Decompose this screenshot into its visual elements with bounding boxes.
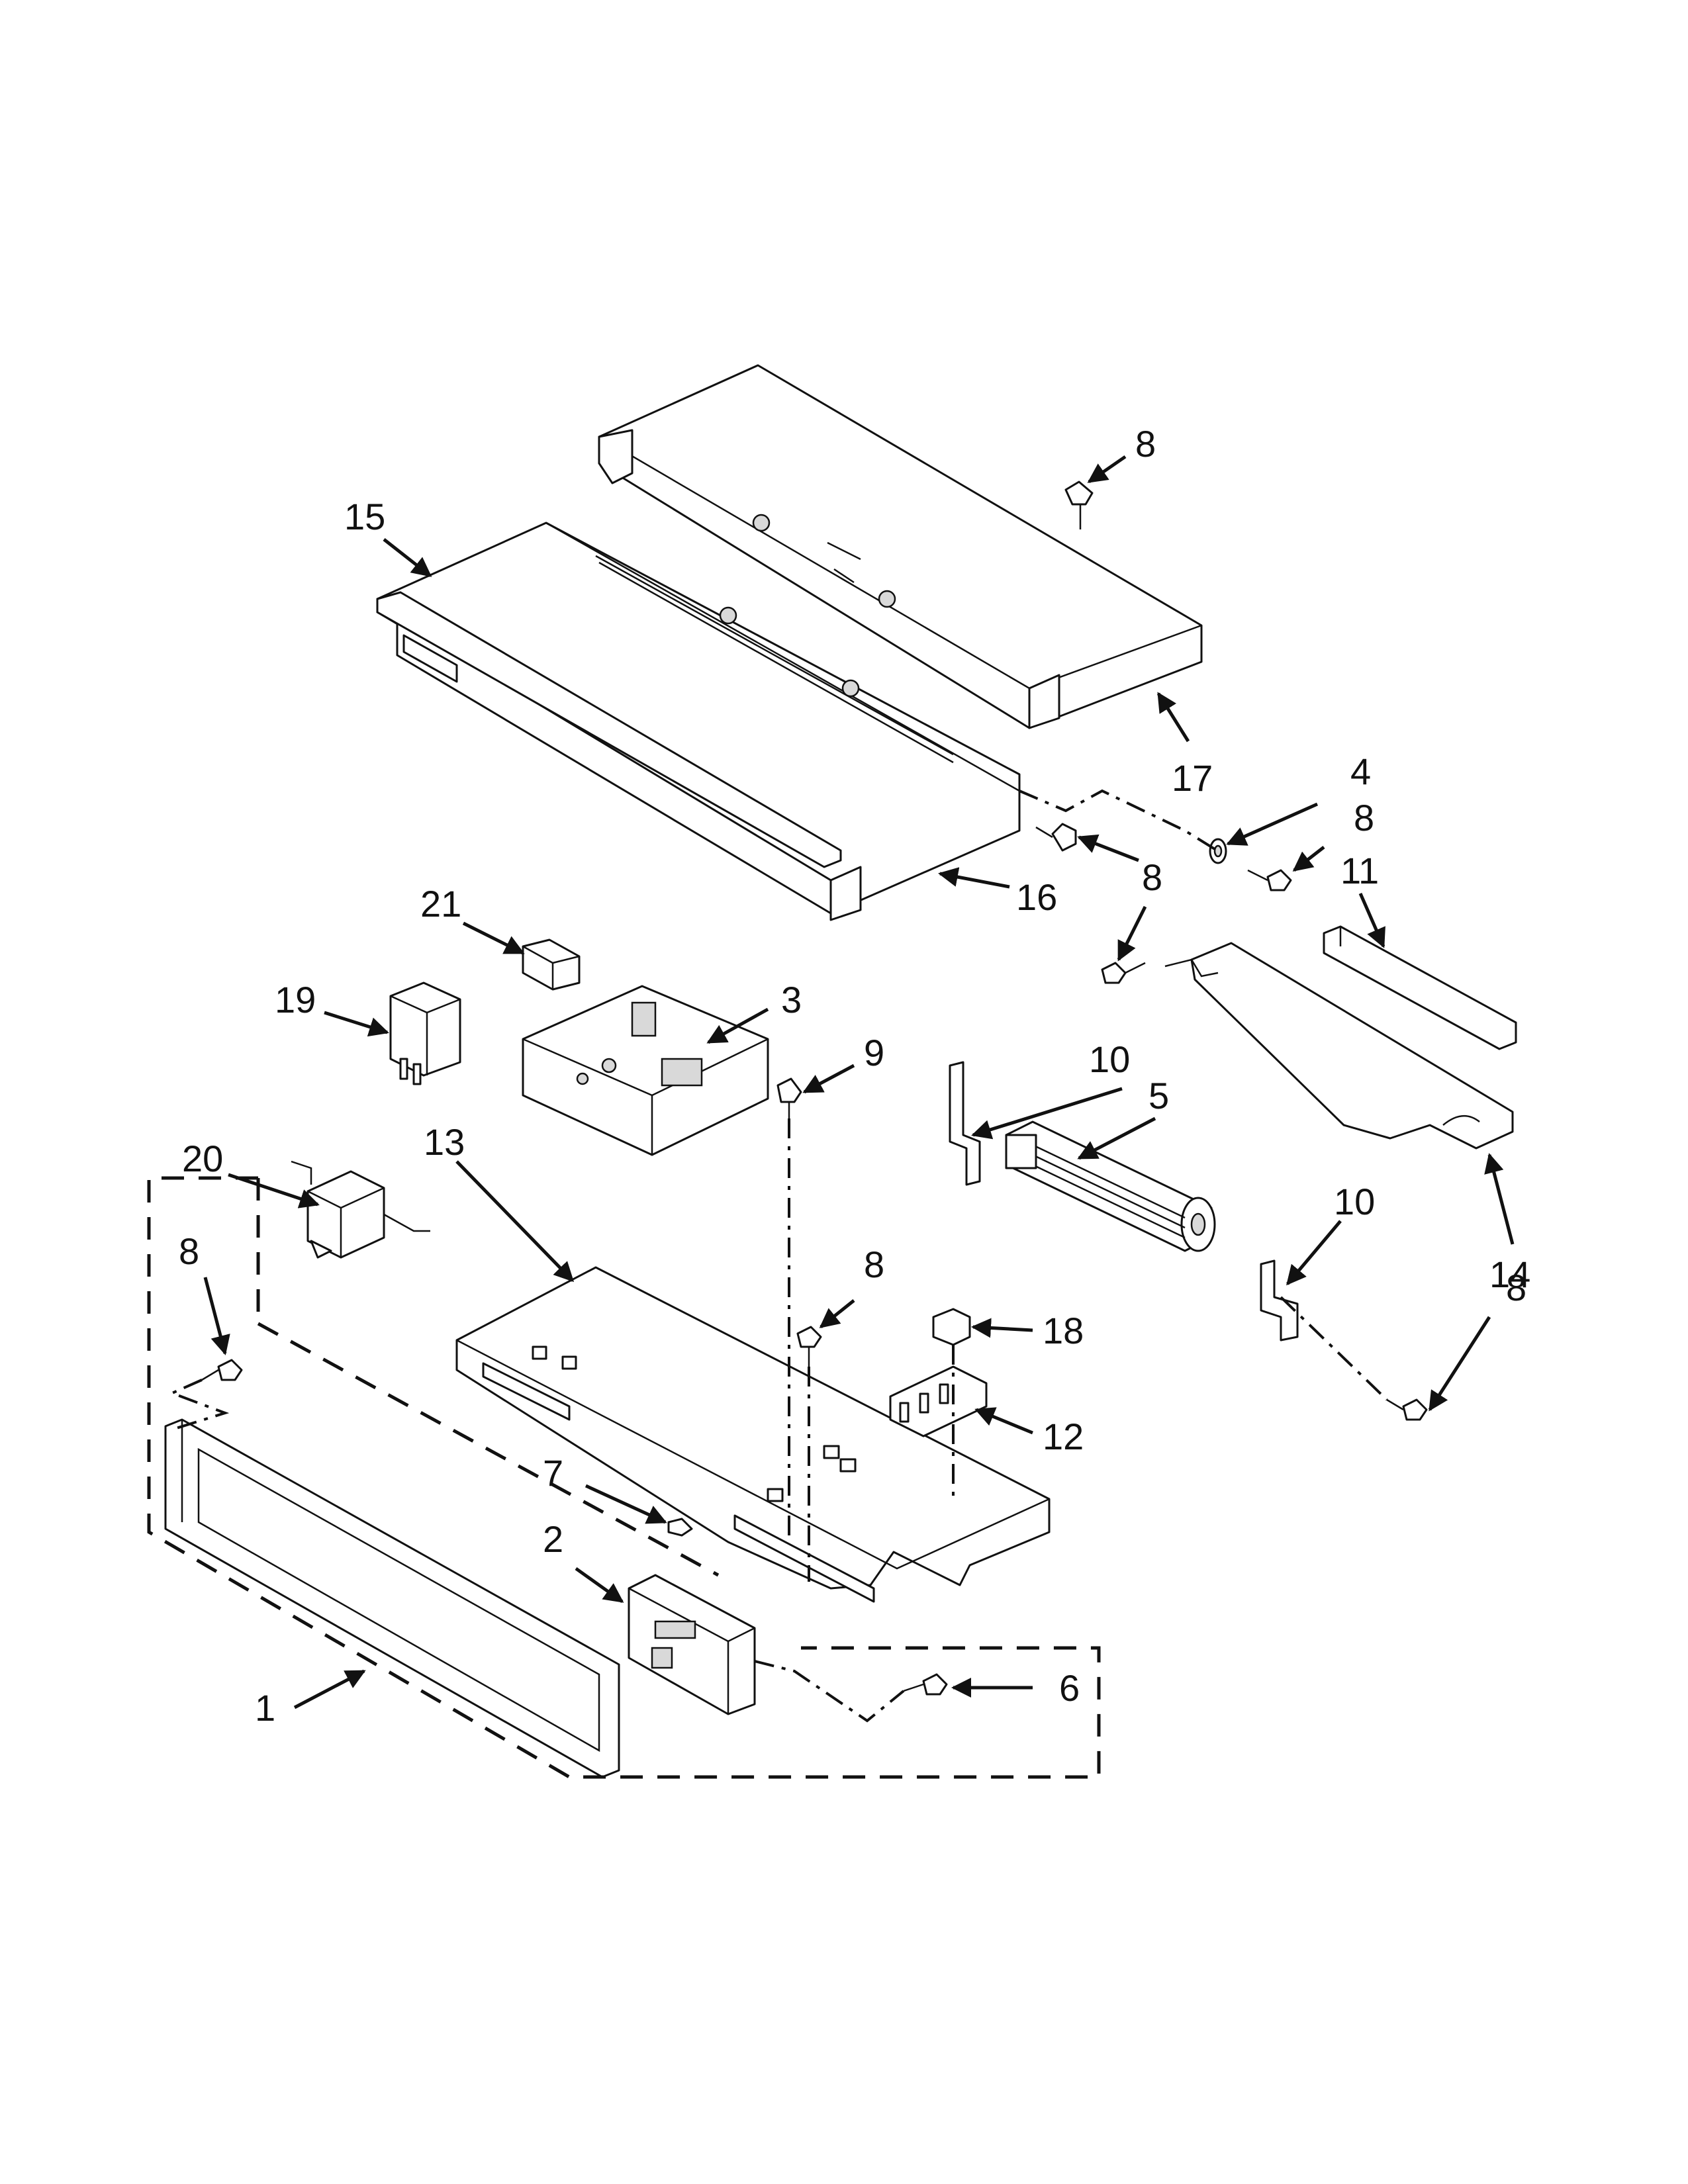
assembly-line-screw6 xyxy=(754,1660,905,1723)
screw-8-right xyxy=(1247,869,1292,891)
screw-8-frame xyxy=(201,1359,243,1381)
callout-labels: 8 15 17 4 8 11 16 8 21 3 19 9 10 5 20 13… xyxy=(179,423,1530,1729)
callout-1: 1 xyxy=(255,1687,275,1729)
part-17-top-panel xyxy=(598,364,1203,729)
part-13-base-panel xyxy=(455,1266,1051,1603)
assembly-line-frame xyxy=(168,1379,230,1431)
callout-8: 8 xyxy=(179,1230,199,1272)
callout-10: 10 xyxy=(1334,1181,1375,1222)
leader-8-cover xyxy=(1077,834,1139,862)
part-14-bracket xyxy=(1164,942,1514,1150)
callout-10: 10 xyxy=(1089,1038,1130,1080)
leader-10-right xyxy=(1286,1220,1342,1286)
leader-19 xyxy=(324,1011,389,1037)
part-20-transformer xyxy=(291,1160,430,1259)
callout-3: 3 xyxy=(781,979,802,1021)
callout-7: 7 xyxy=(543,1452,563,1494)
washer-4 xyxy=(1209,838,1227,864)
leader-5 xyxy=(1077,1116,1156,1160)
callout-13: 13 xyxy=(424,1121,465,1163)
leader-20 xyxy=(228,1173,320,1208)
part-11-strip xyxy=(1323,925,1517,1050)
screw-8-top xyxy=(1064,480,1094,529)
callout-17: 17 xyxy=(1172,757,1213,799)
leader-17 xyxy=(1156,692,1190,743)
screw-8-bracket xyxy=(1101,962,1146,984)
part-21-bracket xyxy=(522,938,581,991)
screw-6 xyxy=(903,1673,948,1696)
callout-2: 2 xyxy=(543,1518,563,1560)
part-9-screw xyxy=(776,1077,802,1118)
callout-8: 8 xyxy=(1135,423,1156,465)
part-12-terminal-block xyxy=(889,1365,988,1437)
leader-1 xyxy=(293,1669,366,1709)
part-3-board-housing xyxy=(522,985,769,1156)
callout-19: 19 xyxy=(275,979,316,1021)
leader-16 xyxy=(938,867,1010,889)
callout-21: 21 xyxy=(420,883,461,925)
callout-4: 4 xyxy=(1350,751,1371,792)
panel-group-outline xyxy=(147,1176,1101,1779)
callout-16: 16 xyxy=(1016,876,1057,918)
screw-8-base xyxy=(796,1326,822,1367)
leader-7 xyxy=(585,1484,667,1524)
leader-4 xyxy=(1226,802,1319,846)
part-10-bracket-left xyxy=(949,1061,981,1186)
leader-13 xyxy=(455,1160,575,1283)
panel-group-outline-diag xyxy=(257,1322,720,1577)
callout-18: 18 xyxy=(1043,1310,1084,1351)
leader-21 xyxy=(462,921,525,955)
callout-8: 8 xyxy=(1142,856,1162,898)
callout-8: 8 xyxy=(1354,797,1374,839)
part-5-blower-fan xyxy=(1005,1120,1216,1252)
part-15-side-rail xyxy=(376,591,842,868)
leader-3 xyxy=(706,1007,769,1044)
leader-12 xyxy=(974,1407,1033,1435)
leader-8-right xyxy=(1292,846,1325,872)
leader-10-left xyxy=(971,1087,1123,1140)
callout-15: 15 xyxy=(344,496,385,537)
callout-8: 8 xyxy=(864,1244,884,1285)
leader-8-frame xyxy=(203,1277,230,1355)
callout-9: 9 xyxy=(864,1032,884,1073)
part-7-clip xyxy=(667,1518,693,1537)
leader-8-top xyxy=(1087,455,1127,484)
leader-14 xyxy=(1484,1153,1515,1245)
part-18-nut xyxy=(932,1308,971,1346)
callout-12: 12 xyxy=(1043,1416,1084,1457)
callout-5: 5 xyxy=(1149,1075,1169,1116)
callout-14: 14 xyxy=(1489,1253,1530,1295)
callout-6: 6 xyxy=(1059,1667,1080,1709)
leader-8-bracket xyxy=(1117,905,1147,962)
callout-11: 11 xyxy=(1340,850,1379,891)
screw-8-side xyxy=(1386,1398,1428,1421)
leader-8-base xyxy=(819,1299,855,1328)
leader-8-side xyxy=(1428,1316,1491,1412)
part-19-relay xyxy=(389,981,461,1085)
leader-9 xyxy=(802,1064,855,1094)
leader-15 xyxy=(383,538,432,577)
part-1-control-panel xyxy=(164,1418,620,1778)
leader-18 xyxy=(971,1318,1033,1338)
assembly-line-cover xyxy=(1019,789,1219,852)
part-10-bracket-right xyxy=(1260,1259,1299,1342)
leader-arrows xyxy=(203,455,1515,1709)
callout-8: 8 xyxy=(1506,1267,1526,1308)
leader-2 xyxy=(575,1567,624,1604)
callout-20: 20 xyxy=(182,1138,223,1179)
leader-11 xyxy=(1358,892,1385,948)
part-2-control-board xyxy=(628,1574,756,1715)
assembly-line-side xyxy=(1280,1296,1388,1401)
screw-8-cover xyxy=(1035,823,1077,852)
part-16-top-cover xyxy=(376,522,1021,921)
